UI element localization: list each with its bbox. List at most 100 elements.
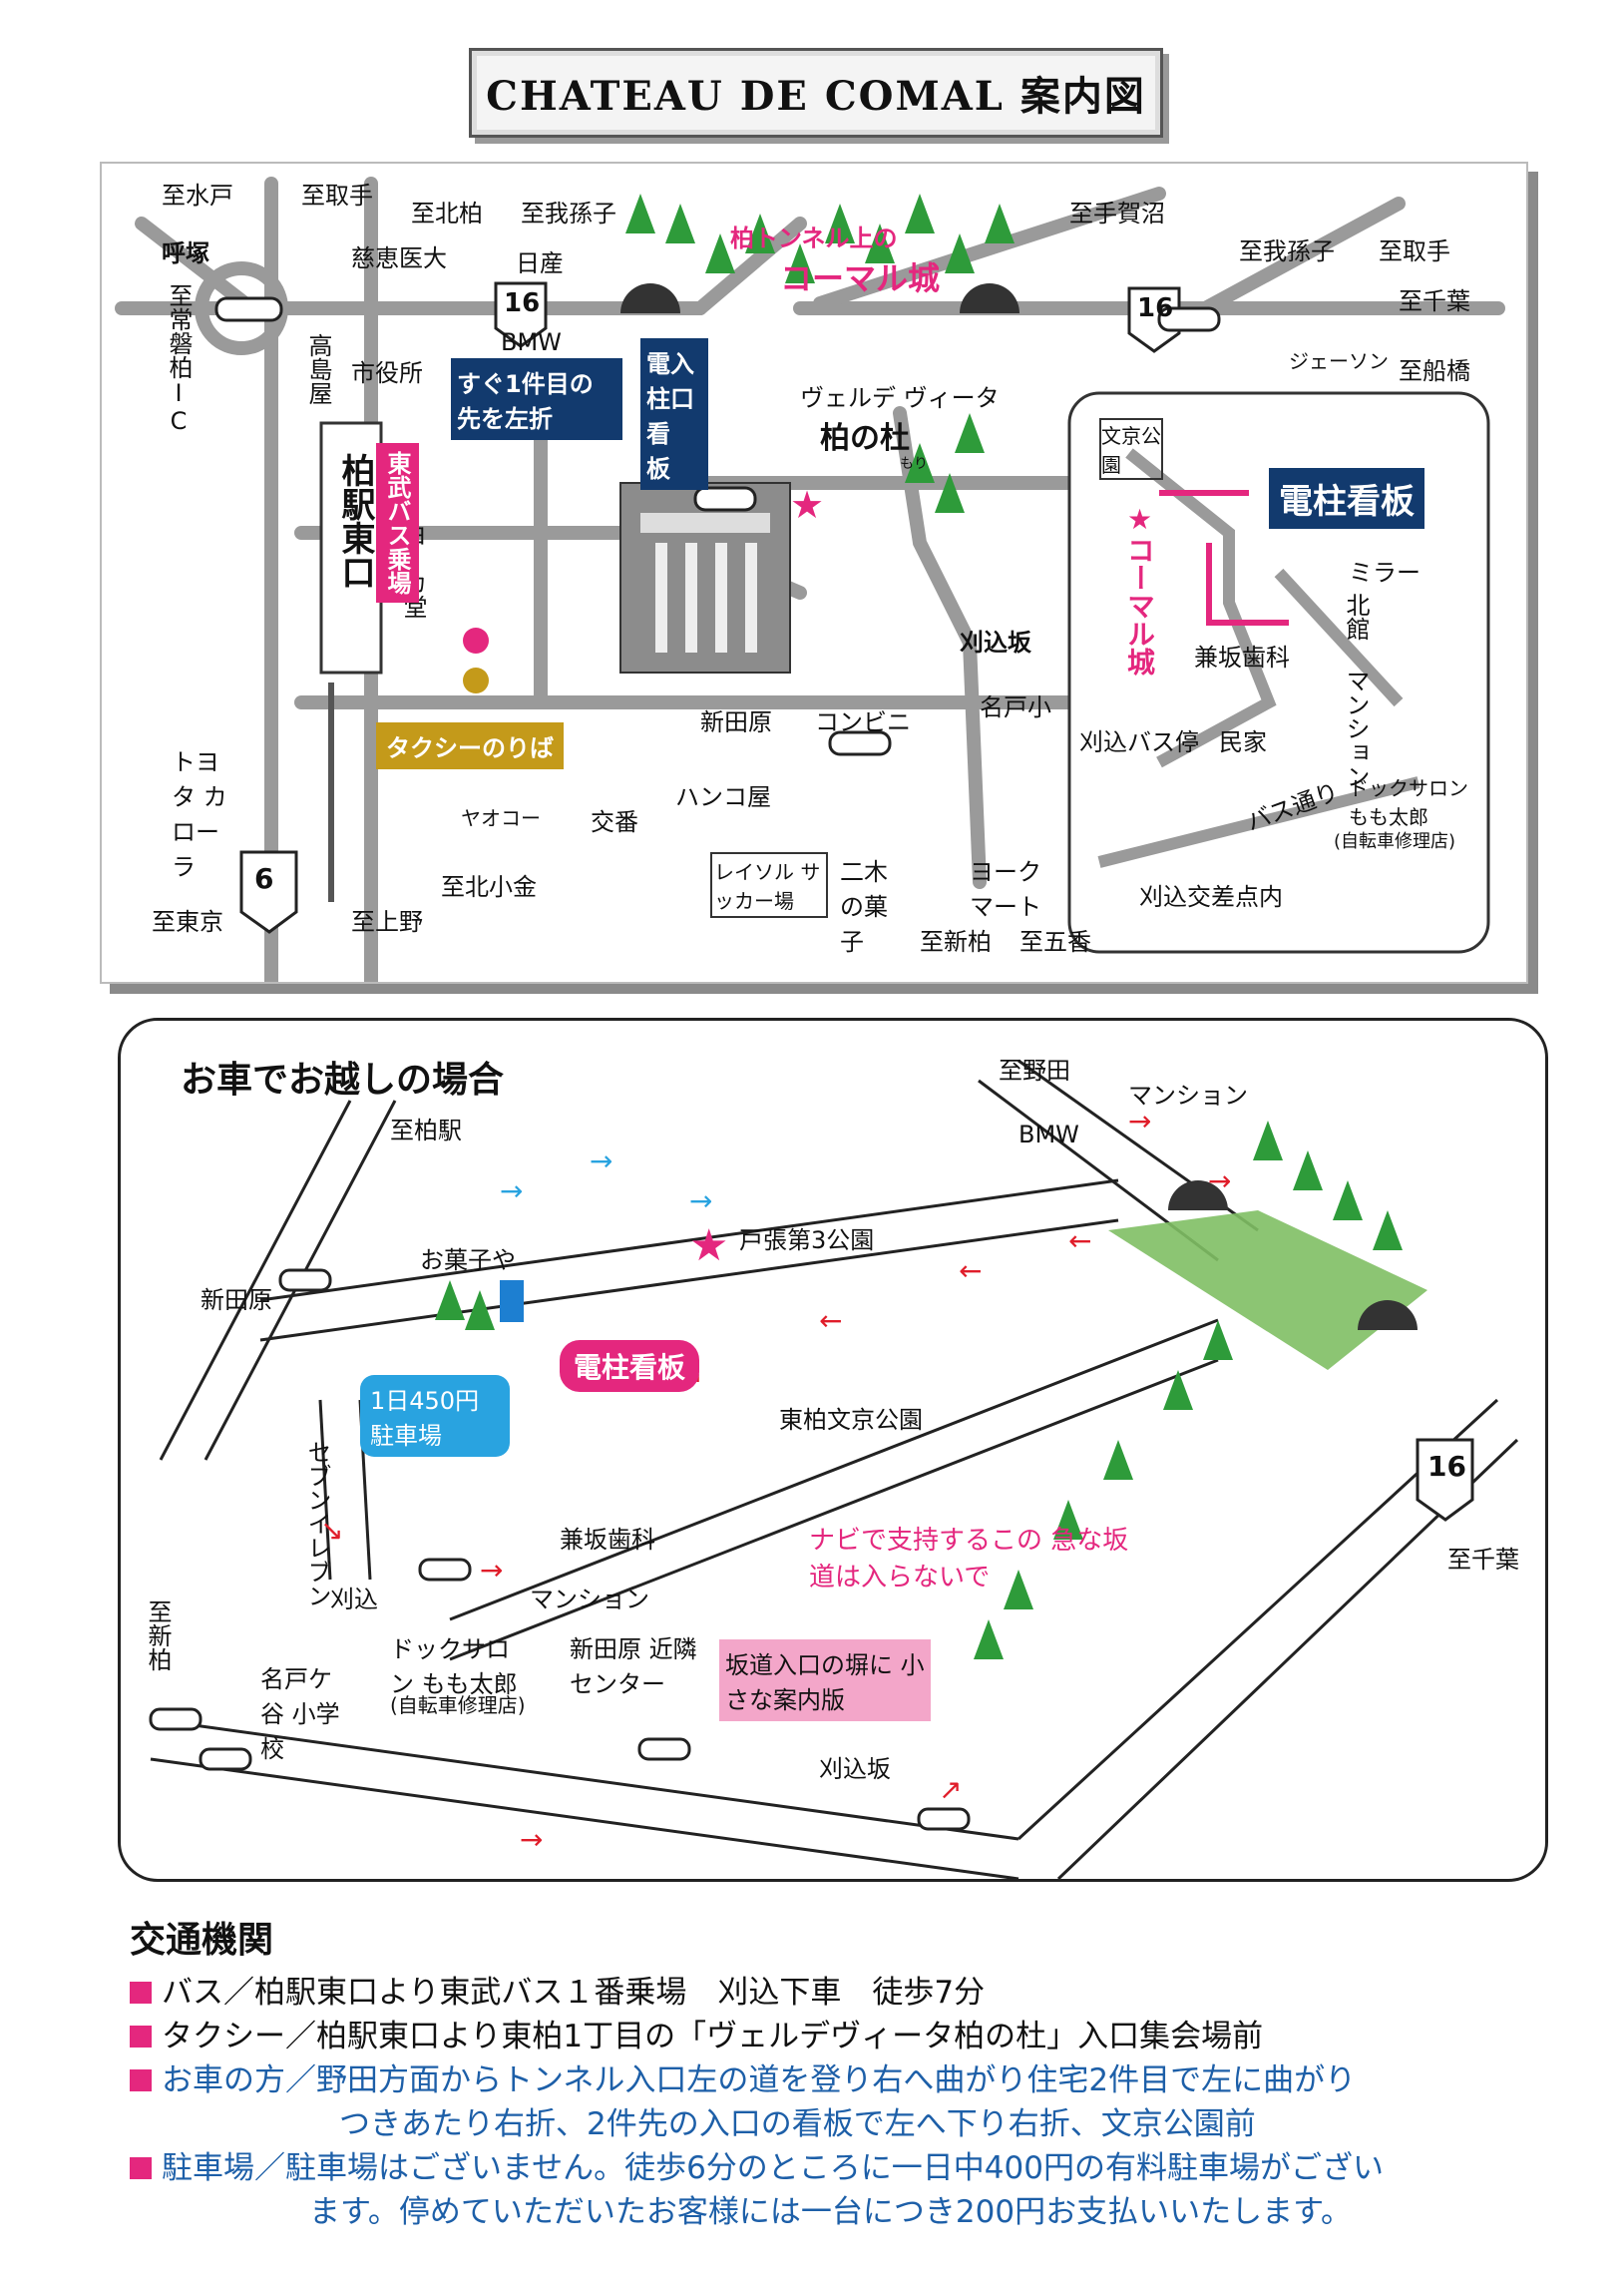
- route16-west-label: 16: [504, 288, 541, 318]
- access-item-bus: バス／柏駅東口より東武バス１番乗場 刈込下車 徒歩7分: [130, 1971, 1546, 2015]
- route16-east-label: 16: [1137, 293, 1174, 323]
- svg-text:→: →: [520, 1823, 543, 1856]
- inset-bunkyo-label: 文京公園: [1099, 418, 1163, 480]
- route6-badge: [239, 850, 298, 934]
- inset-dock-note: (自転車修理店): [1334, 831, 1456, 852]
- road-network: ★: [115, 177, 1505, 982]
- park-area: [1108, 1210, 1427, 1370]
- tunnel-label-2: コーマル城: [780, 259, 941, 297]
- shindenbara-label: 新田原: [700, 708, 772, 736]
- taxi-marker: [463, 668, 489, 693]
- karikomizaka-label-2: 刈込坂: [819, 1755, 891, 1783]
- tunnel-west-icon: [620, 283, 680, 313]
- konbini-label: コンビニ: [815, 708, 911, 736]
- inset-frame: [1067, 391, 1490, 954]
- inset-dock-label: ドックサロン もも太郎: [1349, 776, 1468, 829]
- tunnel-east-icon: [1358, 1300, 1418, 1330]
- svg-text:→: →: [480, 1554, 503, 1587]
- svg-text:→: →: [590, 1144, 612, 1177]
- inset-sign-callout: 電柱看板: [1269, 468, 1424, 529]
- svg-text:→: →: [689, 1184, 712, 1217]
- jikei-label: 慈恵医大: [351, 244, 447, 272]
- karikomi-label: 刈込: [330, 1586, 378, 1613]
- svg-text:←: ←: [819, 1304, 842, 1337]
- access-item-parking: 駐車場／駐車場はございません。徒歩6分のところに一日中400円の有料駐車場がござ…: [130, 2146, 1546, 2190]
- dock-label-2: ドックサロン もも太郎: [390, 1635, 518, 1698]
- tobari-label: 戸張第3公園: [739, 1226, 875, 1254]
- driving-road-network: →→← ←←↗ ↘→↗ → →→→ ★: [149, 1059, 1519, 1879]
- parking-marker: [500, 1280, 524, 1322]
- svg-text:→: →: [500, 1174, 523, 1207]
- shiyakusho-label: 市役所: [351, 359, 423, 387]
- parking-callout: 1日450円 駐車場: [360, 1375, 510, 1457]
- svg-text:↘: ↘: [320, 1514, 343, 1547]
- inset-crossing-label: 刈込交差点内: [1139, 883, 1283, 911]
- dest-abiko: 至我孫子: [521, 200, 616, 228]
- bullet-icon: [130, 1982, 152, 2004]
- bullet-icon: [130, 2026, 152, 2048]
- dest-kashiwaeki: 至柏駅: [390, 1117, 462, 1144]
- mansion-label-1: マンション: [1128, 1082, 1248, 1110]
- route16-label-2: 16: [1427, 1450, 1466, 1483]
- title-plate: CHATEAU DE COMAL 案内図: [469, 48, 1163, 138]
- driving-directions-map: →→← ←←↗ ↘→↗ → →→→ ★ お車でお越しの場合 至野田 マンション …: [118, 1018, 1548, 1882]
- dest-shinkashiwa-2: 至新柏: [144, 1599, 172, 1671]
- reysol-label: レイソル サッカー場: [710, 852, 828, 918]
- shindenbara-label-2: 新田原: [201, 1286, 272, 1314]
- dest-goka: 至五香: [1019, 928, 1091, 956]
- bmw-label-2: BMW: [1018, 1121, 1079, 1148]
- route16-badge-south: [1416, 1438, 1474, 1522]
- okashiya-label: お菓子や: [420, 1246, 516, 1274]
- shindenbara-center-label: 新田原 近隣センター: [570, 1635, 697, 1698]
- access-item-taxi: タクシー／柏駅東口より東柏1丁目の「ヴェルデヴィータ柏の杜」入口集会場前: [130, 2015, 1546, 2058]
- inset-miller-label: ミラー: [1349, 559, 1421, 587]
- svg-text:↗: ↗: [939, 1773, 962, 1806]
- mori-label: もり: [900, 456, 928, 472]
- sign-callout: 電柱看板: [560, 1340, 700, 1392]
- destination-star-icon: ★: [689, 1220, 728, 1271]
- svg-text:←: ←: [1068, 1224, 1091, 1257]
- svg-text:←: ←: [959, 1254, 982, 1287]
- dest-mito: 至水戸: [162, 182, 233, 210]
- toyota-label: トヨタ カローラ: [172, 748, 227, 881]
- jason-label: ジェーソン: [1289, 349, 1389, 373]
- bus-stop-callout: 東武バス乗場: [376, 443, 419, 603]
- higashikashiwa-label: 東柏文京公園: [779, 1406, 923, 1434]
- dest-toride-2: 至取手: [1379, 237, 1450, 265]
- kanesaka-label-2: 兼坂歯科: [560, 1526, 655, 1554]
- bullet-icon: [130, 2157, 152, 2179]
- svg-text:→: →: [1208, 1164, 1231, 1197]
- route16-badge-east: [1127, 286, 1181, 353]
- koban-label: 交番: [591, 808, 638, 836]
- inset-comal-label: ★コーマル城: [1123, 503, 1156, 676]
- hankoya-label: ハンコ屋: [675, 783, 771, 811]
- dest-abiko-2: 至我孫子: [1239, 237, 1335, 265]
- inset-kanesaka-label: 兼坂歯科: [1194, 644, 1290, 672]
- dest-toride: 至取手: [301, 182, 373, 210]
- tunnel-east-icon: [960, 283, 1019, 313]
- karikomizaka-label: 刈込坂: [960, 629, 1031, 657]
- tunnel-label-1: 柏トンネル上の: [730, 225, 898, 252]
- kashiwanomori-label: 柏の杜: [820, 421, 910, 456]
- dest-funabashi: 至船橋: [1399, 357, 1470, 385]
- access-item-car: お車の方／野田方面からトンネル入口左の道を登り右へ曲がり住宅2件目で左に曲がり: [130, 2058, 1546, 2102]
- route6-label: 6: [254, 862, 274, 895]
- page-title: CHATEAU DE COMAL 案内図: [486, 73, 1146, 120]
- chateau-star-icon: ★: [790, 483, 824, 527]
- access-item-car-cont: つきあたり右折、2件先の入口の看板で左へ下り右折、文京公園前: [339, 2106, 1256, 2142]
- access-heading: 交通機関: [130, 1920, 274, 1961]
- bmw-label: BMW: [501, 328, 562, 356]
- dest-shinkashiwa: 至新柏: [920, 928, 992, 956]
- dest-teganuma: 至手賀沼: [1069, 200, 1165, 228]
- dest-noda: 至野田: [999, 1057, 1070, 1085]
- dest-chiba-2: 至千葉: [1447, 1546, 1519, 1574]
- veldeviita-label: ヴェルデ ヴィータ: [800, 384, 1000, 412]
- pole-entrance-callout: 電入 柱口 看 板: [640, 338, 708, 490]
- takashimaya-label: 高島屋: [304, 333, 332, 405]
- nadogaya-label: 名戸ケ谷 小学校: [260, 1665, 340, 1763]
- nikinokashi-label: 二木の菓子: [840, 858, 888, 956]
- yorkmart-label: ヨーク マート: [970, 858, 1041, 921]
- svg-text:→: →: [1128, 1105, 1151, 1138]
- dest-tokyo: 至東京: [152, 908, 223, 936]
- dest-kitakogane: 至北小金: [441, 873, 537, 901]
